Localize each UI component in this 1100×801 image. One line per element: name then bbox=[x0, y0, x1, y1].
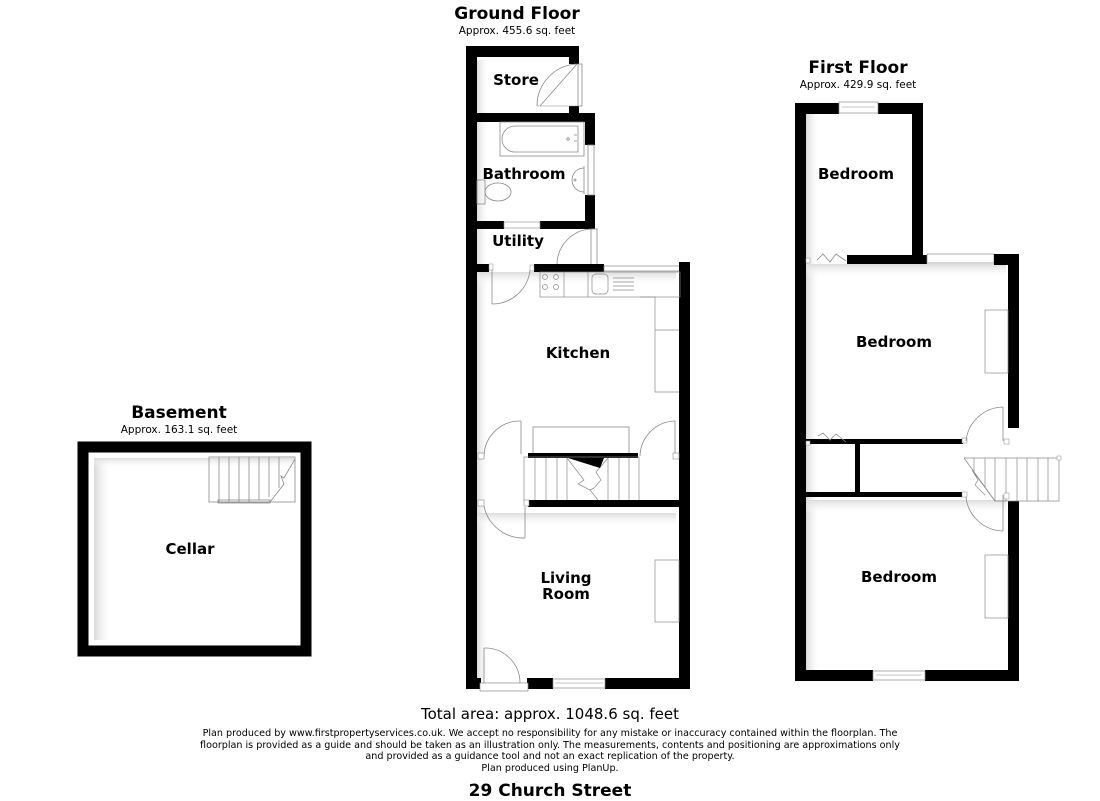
basement-title: Basement bbox=[131, 403, 227, 423]
room-label-kitchen: Kitchen bbox=[545, 344, 611, 362]
first-floor-area: Approx. 429.9 sq. feet bbox=[799, 79, 917, 91]
property-address: 29 Church Street bbox=[468, 781, 632, 801]
room-label-utility: Utility bbox=[492, 232, 544, 250]
room-label-bedroom-3: Bedroom bbox=[861, 568, 937, 586]
toilet bbox=[476, 179, 512, 205]
basement-plan bbox=[77, 441, 312, 657]
room-label-bedroom-2: Bedroom bbox=[856, 333, 932, 351]
ground-floor-title: Ground Floor bbox=[454, 4, 580, 24]
room-label-bathroom: Bathroom bbox=[482, 165, 566, 183]
ground-floor-plan bbox=[466, 46, 690, 692]
first-floor-plan bbox=[795, 101, 1062, 681]
total-area: Total area: approx. 1048.6 sq. feet bbox=[420, 705, 680, 723]
room-label-store: Store bbox=[493, 71, 539, 89]
cellar-stairs bbox=[208, 456, 296, 504]
bathtub bbox=[499, 121, 585, 157]
disclaimer: Plan produced by www.firstpropertyservic… bbox=[200, 728, 900, 774]
room-label-cellar: Cellar bbox=[165, 540, 215, 558]
ground-floor-area: Approx. 455.6 sq. feet bbox=[458, 25, 576, 37]
ground-floor-stairs bbox=[523, 456, 640, 502]
kitchen-units bbox=[539, 271, 681, 393]
wash-basin bbox=[571, 166, 585, 194]
room-label-living-room: Living Room bbox=[540, 569, 592, 603]
first-floor-title: First Floor bbox=[808, 58, 908, 78]
basement-area: Approx. 163.1 sq. feet bbox=[120, 424, 238, 436]
first-floor-stairs bbox=[963, 457, 1060, 502]
room-label-bedroom-1: Bedroom bbox=[818, 165, 894, 183]
